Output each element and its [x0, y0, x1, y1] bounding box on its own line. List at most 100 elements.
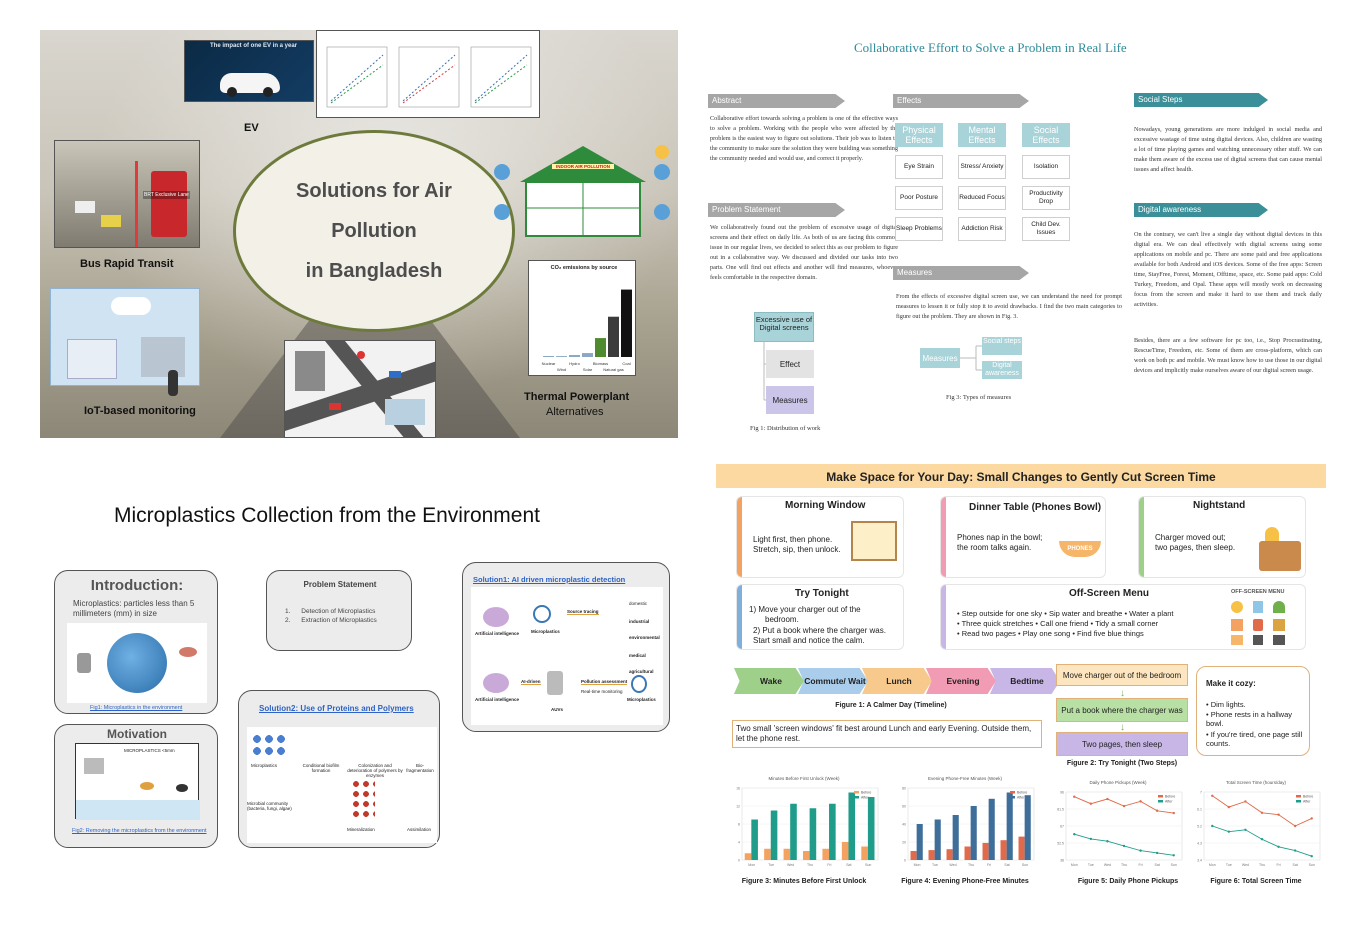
chart-2-svg: Daily Phone Pickups (Week)3852.56781.596… [1057, 780, 1183, 867]
digital-heading: Digital awareness [1134, 203, 1268, 217]
screen-title: Make Space for Your Day: Small Changes t… [826, 470, 1216, 484]
phones-bowl-icon: PHONES [1059, 541, 1101, 557]
menu-item: • Three quick stretches [957, 619, 1036, 628]
x-tick-label: Sat [846, 863, 851, 867]
legend-swatch [1010, 791, 1015, 794]
menu-title: Off-Screen Menu [1069, 588, 1150, 599]
point-after [1277, 845, 1280, 848]
sol2-biofrag-label: Bio-fragmentation [406, 763, 434, 773]
digital-text-2: Besides, there are a few software for pc… [1134, 337, 1322, 374]
plastic-bottle-icon [77, 653, 91, 673]
cozy-item-2: • Phone rests in a hallway bowl. [1206, 710, 1293, 728]
legend-swatch [854, 791, 859, 794]
sol2-colonization-label: Colonization and deterioration of polyme… [347, 763, 403, 778]
legend-swatch [1010, 796, 1015, 799]
bar-before [982, 842, 989, 860]
point-before [1089, 802, 1093, 805]
legend-label: Before [1017, 791, 1027, 795]
bar-after [790, 803, 797, 860]
y-tick-label: 7 [1200, 791, 1202, 795]
co2-bar-label: Natural gas [603, 367, 623, 372]
phone-icon [1253, 619, 1263, 631]
brain-icon [483, 673, 509, 693]
effect-cell: Eye Strain [895, 155, 943, 179]
x-tick-label: Tue [1088, 863, 1094, 867]
x-tick-label: Thu [1259, 863, 1265, 867]
x-tick-label: Sun [865, 863, 871, 867]
point-after [1227, 830, 1231, 833]
effect-cell: Reduced Focus [958, 186, 1006, 210]
title-line-1: Solutions for Air [296, 180, 452, 202]
intro-text: Microplastics: particles less than 5 mil… [73, 599, 195, 618]
co2-bar-hydro [569, 355, 580, 357]
bar-before [928, 850, 935, 860]
mini-scatter-plots [326, 46, 532, 108]
timeline-note-text: Two small 'screen windows' fit best arou… [736, 724, 1032, 743]
menu-item: • Call one friend [1035, 619, 1091, 628]
effect-cell: Poor Posture [895, 186, 943, 210]
point-after [1260, 838, 1264, 841]
iot-label: IoT-based monitoring [84, 405, 196, 417]
building-shape [67, 339, 117, 379]
point-after [1089, 837, 1093, 841]
bar-before [783, 848, 791, 860]
arrow-down-icon: ↓ [1120, 688, 1125, 699]
morning-panel: Morning Window Light first, then phone. … [736, 496, 904, 578]
cozy-box: Make it cozy: • Dim lights. • Phone rest… [1196, 666, 1310, 756]
bar-before [1018, 836, 1025, 860]
x-tick-label: Thu [1121, 863, 1127, 867]
moon-icon [1231, 601, 1243, 613]
effect-cell: Addiction Risk [958, 217, 1006, 241]
point-before [1293, 824, 1297, 828]
sol2-biofilm-label: Conditional biofilm formation [302, 763, 340, 773]
thermal-label-line2: Alternatives [546, 406, 604, 418]
motivation-figure: MICROPLASTICS <5mm [75, 743, 200, 820]
effects-header-0: Physical Effects [895, 123, 943, 147]
intro-figure [67, 623, 207, 703]
measures-connectors [960, 345, 982, 371]
bus-shape [151, 171, 187, 237]
point-before [1310, 817, 1313, 820]
y-tick-label: 5.2 [1197, 825, 1202, 829]
micro-label-2: Microplastics [627, 697, 656, 702]
y-tick-label: 0 [904, 859, 906, 863]
measures-social: Social steps [982, 337, 1022, 355]
lamp-icon [1265, 527, 1279, 541]
legend-label: After [861, 796, 869, 800]
brain-icon [483, 607, 509, 627]
point-after [1310, 855, 1313, 858]
bar-after [867, 797, 875, 860]
digital-text-1: On the contrary, we can't live a single … [1134, 231, 1322, 308]
problem-item-1: 1. Detection of Microplastics [285, 608, 376, 615]
legend-label: After [1303, 800, 1311, 804]
y-tick-label: 80 [902, 787, 906, 791]
plant-icon [1273, 601, 1285, 613]
tonight-line-2: 2) Put a book where the charger was. [753, 626, 886, 635]
solution1-card: Solution1: AI driven microplastic detect… [462, 562, 670, 732]
x-tick-label: Sat [1293, 863, 1298, 867]
poster-title: Solutions for Air Pollution in Banglades… [233, 130, 515, 332]
solution2-heading[interactable]: Solution2: Use of Proteins and Polymers [259, 704, 414, 713]
bar-after [770, 810, 778, 860]
book-icon [1231, 619, 1243, 631]
fig1-link[interactable]: Fig1: Microplastics in the environment [90, 705, 183, 711]
source-label: Source tracing [567, 609, 599, 615]
bar-after [829, 803, 836, 860]
tonight-line-1: 1) Move your charger out of the [749, 605, 861, 614]
house-diagram [494, 145, 670, 237]
collab-title: Collaborative Effort to Solve a Problem … [854, 40, 1127, 55]
y-tick-label: 67 [1060, 825, 1064, 829]
pollution-assessment-label: Pollution assessment [581, 679, 628, 685]
bird-icon [176, 784, 188, 792]
brt-label: Bus Rapid Transit [80, 258, 174, 270]
chart-3-svg: Total Screen Time (hours/day)3.44.35.26.… [1197, 780, 1321, 867]
fig2-link[interactable]: Fig2: Removing the microplastics from th… [72, 828, 207, 834]
solution1-heading[interactable]: Solution1: AI driven microplastic detect… [473, 575, 626, 584]
point-after [1172, 854, 1175, 857]
bar-before [841, 842, 849, 860]
y-tick-label: 52.5 [1057, 842, 1064, 846]
nightstand-title: Nightstand [1193, 500, 1246, 511]
